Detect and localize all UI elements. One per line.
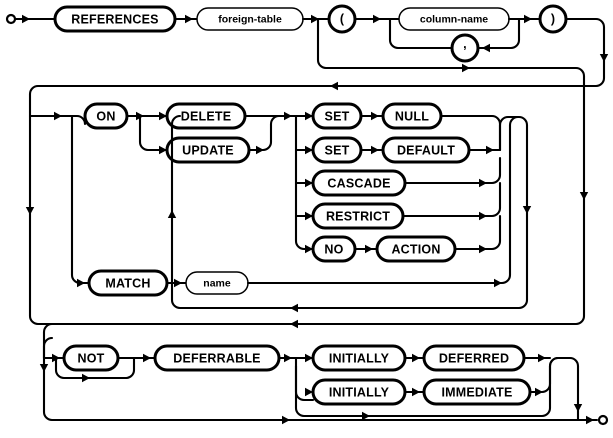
node-match-name-label: name <box>203 278 231 290</box>
node-column-name-label: column-name <box>420 14 488 26</box>
node-initially-1-label: INITIALLY <box>329 352 390 366</box>
rail-rparen-exit <box>328 17 606 88</box>
node-action-label: ACTION <box>391 243 440 257</box>
row-references: REFERENCES foreign-table ( column-name )… <box>5 4 609 114</box>
node-immediate-label: IMMEDIATE <box>441 386 512 400</box>
node-match-label: MATCH <box>105 277 150 291</box>
start-dot <box>5 13 17 25</box>
node-foreign-table-label: foreign-table <box>218 14 282 26</box>
node-default-label: DEFAULT <box>397 144 455 158</box>
rail-merge-cascade <box>403 156 502 185</box>
rail-initially-bus <box>294 356 315 402</box>
rail-comma-loop <box>476 17 521 50</box>
rail-sec3-left-spine <box>42 322 568 422</box>
rail-sec2-bypass <box>50 84 586 326</box>
rail-delupd-split-down <box>138 114 169 152</box>
node-deferred-label: DEFERRED <box>439 352 509 366</box>
node-initially-2-label: INITIALLY <box>329 386 390 400</box>
node-references-label: REFERENCES <box>71 13 158 27</box>
rail-comma-loop-left <box>388 17 454 50</box>
rail-merge-action <box>453 214 502 251</box>
node-cascade-label: CASCADE <box>327 177 390 191</box>
node-null-label: NULL <box>395 110 429 124</box>
rail-paren-group-bypass <box>316 17 586 88</box>
rail-sec2-choice-down <box>70 114 91 285</box>
node-no-label: NO <box>324 243 343 257</box>
section-deferrable: NOT DEFERRABLE INITIALLY DEFERRED INITIA… <box>39 322 609 426</box>
rail-sec3-exit <box>556 356 580 422</box>
node-delete-label: DELETE <box>181 110 232 124</box>
rail-top-to-section2 <box>28 84 332 114</box>
rail-merge-restrict <box>401 181 502 218</box>
node-lparen-label: ( <box>340 12 345 26</box>
node-set-default-set-label: SET <box>325 144 350 158</box>
node-not-label: NOT <box>78 352 105 366</box>
node-update-label: UPDATE <box>182 144 234 158</box>
rail-sec2-choice-bus <box>70 114 87 126</box>
rail-sec2-left-spine <box>28 110 54 326</box>
node-rparen-label: ) <box>551 12 555 26</box>
node-restrict-label: RESTRICT <box>326 210 390 224</box>
rail-actions-to-right <box>498 115 529 302</box>
rail-not-bypass <box>54 356 136 380</box>
node-on-label: ON <box>96 110 115 124</box>
rail-merge-immediate <box>528 356 560 394</box>
section-on-match: ON DELETE UPDATE SET N <box>25 84 589 329</box>
node-comma-label: , <box>463 37 467 51</box>
rail-match-exit <box>246 115 520 285</box>
node-deferrable-label: DEFERRABLE <box>173 352 260 366</box>
node-set-null-set-label: SET <box>325 110 350 124</box>
node-comma-box[interactable] <box>450 33 480 63</box>
rail-action-bus <box>294 114 315 251</box>
end-dot <box>597 414 609 426</box>
rail-sec2-repeat <box>170 114 529 310</box>
rail-delupd-merge-bottom <box>247 114 281 152</box>
rail-initially-bypass <box>294 356 560 418</box>
